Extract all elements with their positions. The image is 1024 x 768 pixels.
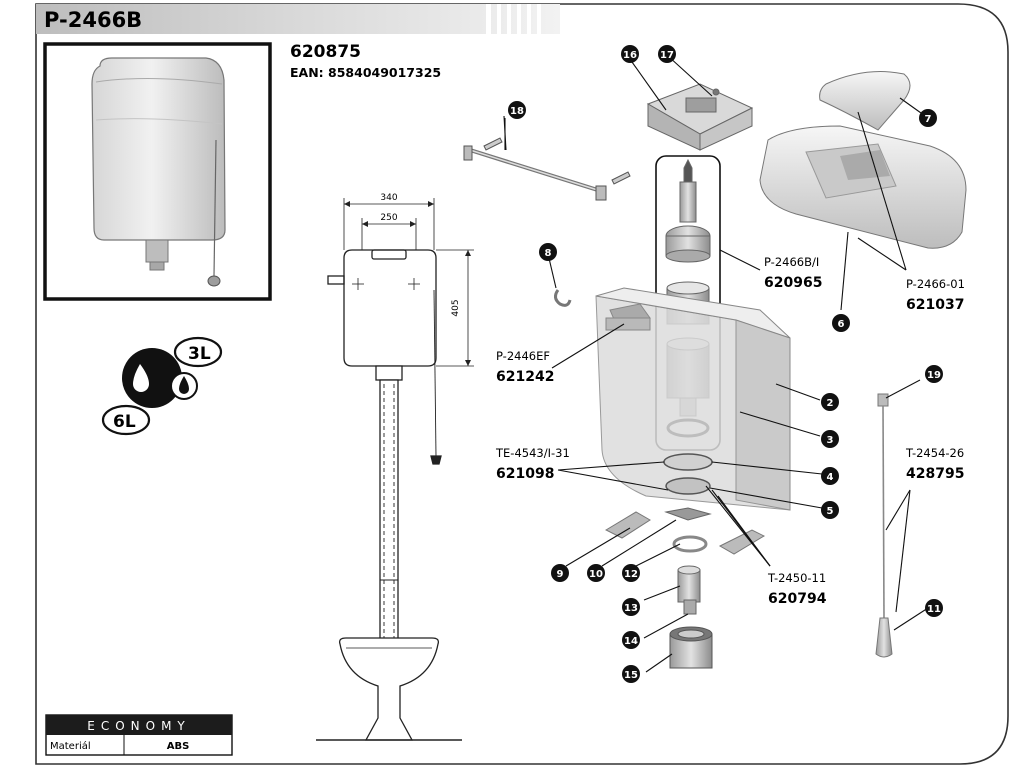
callout-13: 13: [624, 603, 638, 614]
part-label-name-6: T-2454-26: [905, 446, 964, 460]
lid-part: [759, 125, 967, 249]
product-photo: [43, 42, 272, 301]
coupling-part: [669, 626, 713, 669]
badge-large-volume: 6L: [113, 412, 136, 432]
wedge-part-10: [718, 529, 766, 555]
dual-flush-badge: 3L 6L: [101, 336, 223, 436]
leader-lines: [503, 55, 929, 673]
part-label-name-3: P-2446EF: [496, 349, 550, 363]
part-label-code-2: 621037: [906, 297, 964, 313]
dim-outer-width: 340: [380, 193, 397, 203]
callout-7: 7: [925, 114, 932, 125]
callout-10: 10: [589, 569, 603, 580]
part-label-name-5: T-2450-11: [767, 571, 826, 585]
pull-handle-part: [875, 393, 893, 658]
gasket-part: [665, 477, 711, 495]
callout-3: 3: [827, 435, 834, 446]
callout-6: 6: [838, 319, 845, 330]
header-bar: P-2466B: [36, 4, 560, 34]
part-label-code-3: 621242: [496, 369, 554, 385]
part-label-code-6: 428795: [906, 466, 964, 482]
callout-15: 15: [624, 670, 638, 681]
pipe-part: [677, 565, 701, 615]
dim-height: 405: [451, 299, 461, 316]
sheet-frame: [35, 3, 1009, 765]
callout-5: 5: [827, 506, 834, 517]
material-key: Materiál: [50, 740, 91, 752]
callout-14: 14: [624, 636, 638, 647]
series-label: ECONOMY: [87, 719, 191, 733]
ean-label: EAN: 8584049017325: [290, 65, 441, 80]
mounting-bar-part: [463, 137, 631, 201]
header-title: P-2466B: [44, 8, 142, 32]
callout-4: 4: [827, 472, 834, 483]
callout-16: 16: [623, 50, 637, 61]
nut-part: [664, 507, 712, 521]
badge-small-volume: 3L: [188, 344, 211, 364]
seal-part: [663, 453, 713, 471]
callout-17: 17: [660, 50, 674, 61]
part-labels: P-2466B/I 620965 P-2466-01 621037 P-2446…: [495, 255, 965, 607]
callout-8: 8: [545, 248, 552, 259]
part-label-code-1: 620965: [764, 275, 822, 291]
part-label-name-1: P-2466B/I: [764, 255, 819, 269]
tank-body-part: [595, 287, 791, 511]
callout-12: 12: [624, 569, 638, 580]
part-label-name-2: P-2466-01: [906, 277, 965, 291]
part-label-name-4: TE-4543/I-31: [495, 446, 570, 460]
elevation-drawing: [316, 198, 474, 741]
product-code: 620875: [290, 42, 361, 62]
callout-9: 9: [557, 569, 564, 580]
callouts: 7 16 17 18 8 6 2 3 4 5 19 11 9 10 12 13 …: [508, 45, 943, 683]
callout-2: 2: [827, 398, 834, 409]
part-label-code-5: 620794: [768, 591, 827, 607]
material-table: ECONOMY Materiál ABS: [45, 714, 233, 756]
dim-inner-width: 250: [380, 213, 397, 223]
material-value: ABS: [167, 741, 190, 752]
callout-11: 11: [927, 604, 941, 615]
part-label-code-4: 621098: [496, 466, 554, 482]
ring-part: [672, 535, 708, 553]
bracket-part: [646, 83, 754, 151]
callout-19: 19: [927, 370, 941, 381]
callout-18: 18: [510, 106, 524, 117]
push-button-part: [819, 71, 911, 131]
clip-part: [553, 289, 572, 307]
wedge-part-9: [604, 511, 651, 539]
exploded-parts: [463, 71, 967, 669]
